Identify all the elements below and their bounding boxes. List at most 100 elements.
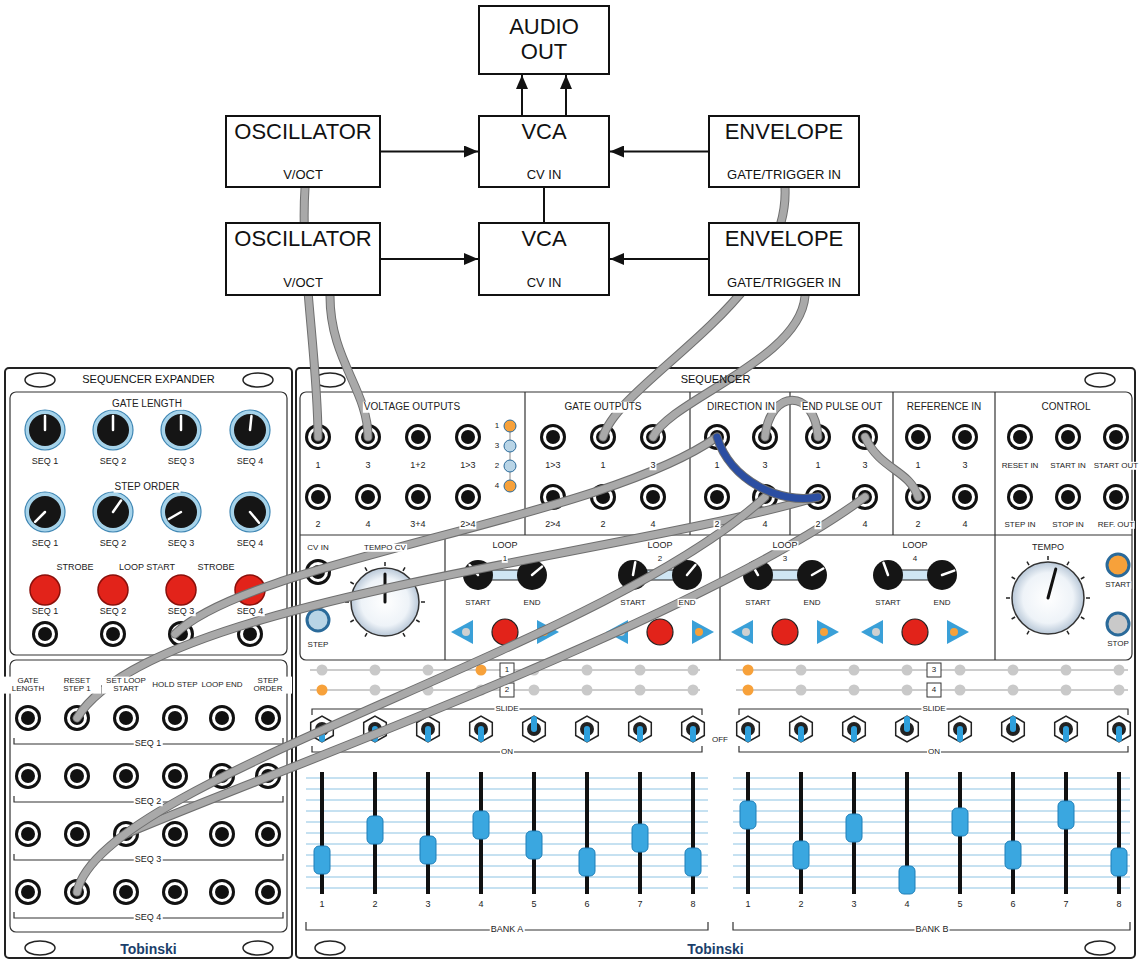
jack xyxy=(405,484,431,510)
jack xyxy=(461,430,475,444)
panel-label: START xyxy=(464,599,491,607)
jack xyxy=(32,621,58,647)
panel-label: 2 xyxy=(657,555,663,563)
strobe-button xyxy=(98,575,128,605)
led xyxy=(504,440,516,452)
panel-label: SEQ 4 xyxy=(236,607,265,616)
panel-label: END xyxy=(523,599,542,607)
knob-pointer xyxy=(532,567,542,575)
jack xyxy=(258,708,278,728)
jack xyxy=(168,885,182,899)
jack xyxy=(162,763,188,789)
jack xyxy=(1106,427,1126,447)
panel-label: SLIDE xyxy=(921,705,946,713)
tempo-needle xyxy=(1048,569,1056,598)
jack xyxy=(1007,484,1033,510)
toggle-lever xyxy=(531,719,537,729)
jack xyxy=(70,769,84,783)
box-title: SEQUENCER EXPANDER xyxy=(5,373,292,385)
jack xyxy=(116,766,136,786)
panel-label: END xyxy=(678,599,697,607)
jack xyxy=(168,827,182,841)
toggle-switch xyxy=(523,716,546,742)
signal-connector xyxy=(565,75,567,115)
knob xyxy=(234,496,266,528)
panel-label: SEQ 2 xyxy=(134,797,163,806)
panel-label: RESET IN xyxy=(1001,462,1040,470)
panel-label: SEQ 1 xyxy=(31,457,60,466)
slider-handle xyxy=(793,841,809,869)
jack xyxy=(305,484,331,510)
panel-label: SEQ 4 xyxy=(134,913,163,922)
jack xyxy=(165,766,185,786)
patch-cable xyxy=(330,296,368,437)
knob-pointer xyxy=(113,501,121,512)
box-subtitle: CV IN xyxy=(527,167,562,182)
led xyxy=(1114,665,1125,676)
panel-label: LOOP xyxy=(901,541,928,550)
module-box: VCACV IN xyxy=(478,222,610,296)
panel-label: END xyxy=(803,599,822,607)
box-subtitle: GATE/TRIGGER IN xyxy=(727,167,841,182)
jack xyxy=(311,490,325,504)
box-title: OSCILLATOR xyxy=(234,227,371,251)
panel-label: 4 xyxy=(861,520,868,529)
slider-rule xyxy=(306,789,708,790)
knob xyxy=(927,560,957,590)
knob-ring xyxy=(25,492,65,532)
panel-label: ON xyxy=(500,748,514,756)
slider-handle xyxy=(685,848,701,876)
panel-label: SEQ 3 xyxy=(134,855,163,864)
knob-pointer xyxy=(112,416,115,430)
signal-connector xyxy=(543,188,545,222)
box-subtitle: V/OCT xyxy=(283,167,323,182)
jack xyxy=(15,879,41,905)
jack xyxy=(165,882,185,902)
led xyxy=(1114,685,1125,696)
panel-label: 2 xyxy=(914,520,921,529)
jack xyxy=(1103,424,1129,450)
jack xyxy=(1010,427,1030,447)
panel-label: 2 xyxy=(599,520,606,529)
panel-label: STROBE xyxy=(196,563,235,572)
box-subtitle: GATE/TRIGGER IN xyxy=(727,275,841,290)
knob xyxy=(165,496,197,528)
jack xyxy=(1058,487,1078,507)
knob-pointer xyxy=(884,563,888,575)
led xyxy=(1061,665,1072,676)
panel-label: 2>4 xyxy=(459,520,476,529)
slider-handle xyxy=(526,831,542,859)
toggle-switch xyxy=(1055,716,1078,742)
jack xyxy=(261,885,275,899)
slider-track xyxy=(1064,772,1068,894)
led xyxy=(370,665,381,676)
slider-rule xyxy=(733,844,1130,845)
led xyxy=(462,628,470,636)
panel-label: 2 xyxy=(314,520,321,529)
jack xyxy=(162,821,188,847)
jack xyxy=(209,705,235,731)
toggle-switch xyxy=(896,716,919,742)
jack xyxy=(18,708,38,728)
slider-track xyxy=(799,772,803,894)
panel-label: START xyxy=(1104,581,1131,589)
jack xyxy=(119,711,133,725)
slider-rule xyxy=(306,800,708,801)
slider-rule xyxy=(306,855,708,856)
panel-label: REF. OUT xyxy=(1097,521,1135,529)
jack xyxy=(15,821,41,847)
section-divider xyxy=(689,392,690,535)
led xyxy=(950,628,958,636)
led xyxy=(872,628,880,636)
panel-label: 3 xyxy=(782,555,788,563)
knob xyxy=(797,560,827,590)
slider-handle xyxy=(579,848,595,876)
panel-label: 1+2 xyxy=(409,461,426,470)
jack xyxy=(168,711,182,725)
jack xyxy=(1055,484,1081,510)
knob-pointer xyxy=(250,512,259,523)
jack xyxy=(646,490,660,504)
tempo-tick xyxy=(1081,577,1084,579)
tempo-tick xyxy=(365,567,367,570)
panel-label: SET LOOP START xyxy=(102,677,150,694)
